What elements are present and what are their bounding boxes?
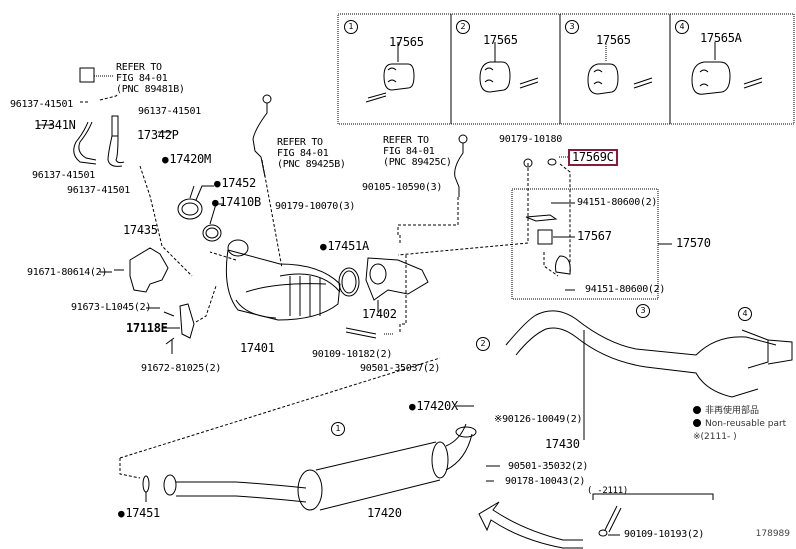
part-label-96137-41501-a[interactable]: 96137-41501 <box>10 99 73 110</box>
part-label-17567[interactable]: 17567 <box>577 229 612 243</box>
callout-4: 4 <box>738 307 752 321</box>
part-label-17451[interactable]: 17451 <box>118 507 160 520</box>
part-label-90126-10049[interactable]: ※90126-10049(2) <box>494 414 583 425</box>
oxygen-sensor-2 <box>397 134 468 245</box>
part-label-96137-41501-b[interactable]: 96137-41501 <box>138 106 201 117</box>
part-label-17452[interactable]: 17452 <box>214 177 256 190</box>
front-pipe-17430 <box>505 310 793 440</box>
legend: 非再使用部品 Non-reusable part ※(2111- ) <box>693 405 786 444</box>
exhaust-manifold-17401 <box>209 239 341 321</box>
bullet-icon <box>693 406 701 414</box>
oxygen-sensor-1 <box>252 94 283 269</box>
part-label-17341N[interactable]: 17341N <box>34 118 76 132</box>
part-label-17565-panel2[interactable]: 17565 <box>483 33 518 47</box>
flange-17402 <box>365 257 429 312</box>
callout-3: 3 <box>636 304 650 318</box>
part-label-17565-panel1[interactable]: 17565 <box>389 35 424 49</box>
part-label-17118E[interactable]: 17118E <box>126 321 168 335</box>
converter-bracket-frame <box>397 158 672 300</box>
part-label-17569C-highlighted[interactable]: 17569C <box>568 149 618 166</box>
part-label-17402[interactable]: 17402 <box>362 307 397 321</box>
part-label-17420M[interactable]: 17420M <box>162 153 211 166</box>
part-label-91672-81025[interactable]: 91672-81025(2) <box>141 363 222 374</box>
part-label-17565A[interactable]: 17565A <box>700 31 742 45</box>
bolt-90109-10193 <box>598 505 622 537</box>
part-label-91671-80614[interactable]: 91671-80614(2) <box>27 267 108 278</box>
part-label-90105-10590[interactable]: 90105-10590(3) <box>362 182 443 193</box>
guide-line <box>119 357 441 479</box>
inset-callout-1: 1 <box>344 20 358 34</box>
part-label-91673-L1045[interactable]: 91673-L1045(2) <box>71 302 152 313</box>
part-label-17410B[interactable]: 17410B <box>212 196 261 209</box>
bracket-17118E <box>163 285 217 345</box>
part-label-17430[interactable]: 17430 <box>545 437 580 451</box>
legend-row-japanese: 非再使用部品 <box>693 405 786 418</box>
part-label-90501-35032[interactable]: 90501-35032(2) <box>508 461 589 472</box>
part-label-90109-10193[interactable]: 90109-10193(2) <box>624 529 705 540</box>
legend-row-date-note: ※(2111- ) <box>693 432 737 442</box>
part-label-17420X[interactable]: 17420X <box>409 400 458 413</box>
muffler-17420 <box>142 423 477 511</box>
date-range-label: ( -2111) <box>587 486 628 496</box>
part-label-94151-80600-b[interactable]: 94151-80600(2) <box>585 284 666 295</box>
direction-arrow <box>478 493 714 549</box>
gasket-17452 <box>177 198 203 220</box>
part-label-96137-41501-c[interactable]: 96137-41501 <box>32 170 95 181</box>
part-label-90501-35037[interactable]: 90501-35037(2) <box>360 363 441 374</box>
inset-callout-3: 3 <box>565 20 579 34</box>
part-label-90179-10070[interactable]: 90179-10070(3) <box>275 201 356 212</box>
hanger-17565A-panel4 <box>691 42 763 95</box>
inset-callout-2: 2 <box>456 20 470 34</box>
part-label-17342P[interactable]: 17342P <box>137 128 179 142</box>
inset-panels-frame <box>337 13 795 125</box>
part-label-17451A[interactable]: 17451A <box>320 240 369 253</box>
bolt-90109-10182 <box>345 254 407 339</box>
figure-id: 178989 <box>755 529 790 539</box>
heat-insulator-17435 <box>114 247 169 293</box>
part-label-96137-41501-d[interactable]: 96137-41501 <box>67 185 130 196</box>
hanger-17565-panel1 <box>365 42 415 103</box>
legend-row-non-reusable: Non-reusable part <box>693 418 786 431</box>
hanger-17565-panel3 <box>587 42 653 95</box>
callout-2: 2 <box>476 337 490 351</box>
gasket-17451A <box>338 267 360 297</box>
part-label-17401[interactable]: 17401 <box>240 341 275 355</box>
part-label-90179-10180[interactable]: 90179-10180 <box>499 134 562 145</box>
sensor-and-hoses <box>73 67 193 277</box>
part-label-90178-10043[interactable]: 90178-10043(2) <box>505 476 586 487</box>
callout-1: 1 <box>331 422 345 436</box>
part-label-17565-panel3[interactable]: 17565 <box>596 33 631 47</box>
part-label-17420[interactable]: 17420 <box>367 506 402 520</box>
bullet-icon <box>693 419 701 427</box>
part-label-94151-80600-a[interactable]: 94151-80600(2) <box>577 197 658 208</box>
gasket-17410B <box>202 224 222 242</box>
part-label-17570[interactable]: 17570 <box>676 236 711 250</box>
part-label-90109-10182[interactable]: 90109-10182(2) <box>312 349 393 360</box>
hanger-17565-panel2 <box>479 42 539 93</box>
inset-callout-4: 4 <box>675 20 689 34</box>
part-label-17435[interactable]: 17435 <box>123 223 158 237</box>
